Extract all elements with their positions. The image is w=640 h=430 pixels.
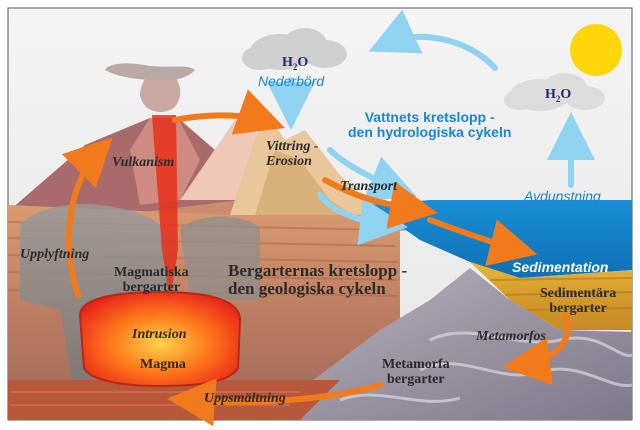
- sedimentara-label: Sedimentära bergarter: [540, 286, 617, 316]
- transport-label: Transport: [340, 179, 398, 194]
- right-cloud-icon: [504, 73, 605, 111]
- volcanic-vent: [152, 115, 178, 300]
- uppsmaltning-label: Uppsmältning: [204, 391, 286, 406]
- left-h2o-o: O: [297, 55, 309, 70]
- vittring-erosion-label: Vittring - Erosion: [266, 139, 319, 169]
- nederbord-label: Nederbörd: [258, 73, 325, 89]
- left-cloud-icon: [242, 28, 347, 70]
- rock-cycle-title: Bergarternas kretslopp - den geologiska …: [228, 261, 408, 298]
- eruption-cloud: [140, 70, 181, 112]
- transport-arrow: [322, 177, 438, 229]
- metamorfa-label: Metamorfa bergarter: [382, 357, 450, 387]
- sun-icon: [570, 24, 622, 76]
- left-h2o-label: H2O: [282, 55, 309, 72]
- right-h2o-sub: 2: [555, 93, 561, 104]
- uplift-arrow: [61, 137, 113, 298]
- vulkanism-label: Vulkanism: [112, 155, 175, 170]
- uplift-plume: [20, 203, 175, 380]
- runoff-arrow-1: [317, 192, 408, 246]
- right-h2o-label: H2O: [545, 87, 572, 104]
- right-h2o-o: O: [560, 87, 572, 102]
- rock-arrows: [61, 89, 571, 427]
- magma-chamber: [78, 290, 242, 388]
- right-h2o-h: H: [545, 87, 556, 102]
- intrusion-label: Intrusion: [132, 327, 187, 342]
- metamorphism-arrow: [502, 312, 571, 386]
- melting-arrow: [167, 378, 383, 427]
- water-cycle-title: Vattnets kretslopp - den hydrologiska cy…: [348, 109, 512, 140]
- cloud-transfer-arrow: [368, 9, 498, 71]
- avdunstning-label: Avdunstning: [524, 188, 601, 204]
- to-erosion-arrow: [172, 89, 285, 135]
- metamorfos-label: Metamorfos: [476, 329, 546, 344]
- magmatiska-label: Magmatiska bergarter: [114, 265, 189, 295]
- magma-label: Magma: [140, 357, 186, 372]
- left-h2o-h: H: [282, 55, 293, 70]
- left-h2o-sub: 2: [292, 61, 298, 72]
- sedimentation-label: Sedimentation: [512, 259, 609, 275]
- upplyftning-label: Upplyftning: [20, 247, 90, 262]
- magmatic-rocks-plume: [180, 216, 260, 300]
- sedimentation-arrow: [427, 217, 538, 267]
